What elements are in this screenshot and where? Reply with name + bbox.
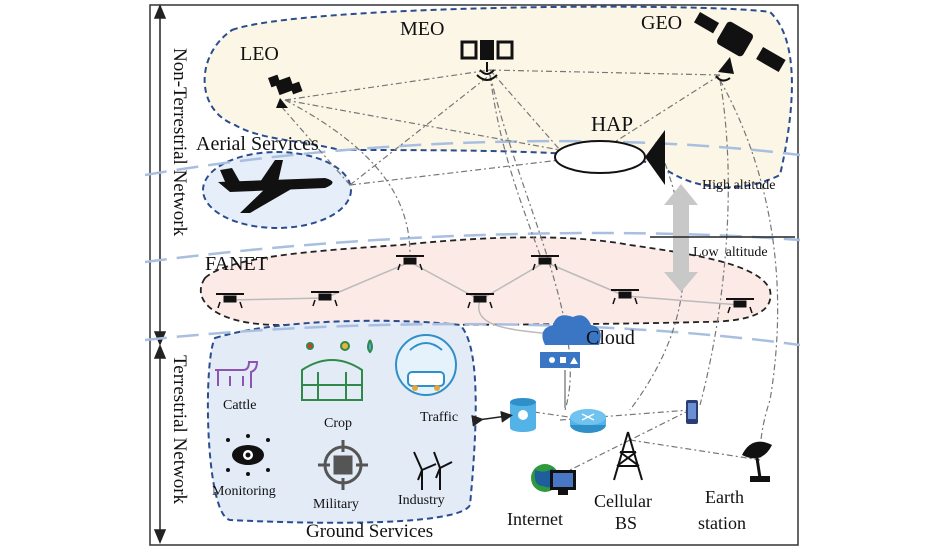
traffic-label: Traffic (420, 410, 459, 425)
cellular-label-line2: BS (615, 513, 638, 533)
drone-icon-5 (531, 255, 559, 271)
earth-station-label-line1: Earth (705, 487, 744, 507)
drone-icon-6 (611, 289, 639, 305)
meo-label: MEO (400, 18, 445, 40)
geo-satellite-icon (694, 12, 786, 82)
airplane-icon (218, 160, 333, 213)
altitude-arrow (650, 184, 795, 292)
aerial-services-label: Aerial Services (196, 133, 319, 155)
router-icon (570, 409, 606, 433)
cloud-label: Cloud (586, 327, 635, 349)
phone-icon (686, 400, 698, 424)
altitude-boundaries (144, 139, 801, 347)
hap-balloon-icon (554, 130, 665, 185)
industry-label: Industry (398, 493, 445, 508)
military-target-icon (318, 440, 368, 490)
high-altitude-label: High altitude (702, 178, 776, 193)
database-icon (510, 398, 536, 432)
section-arrows (153, 4, 167, 544)
drone-icon-3 (396, 255, 424, 271)
leo-satellite-icon (268, 74, 303, 108)
military-label: Military (313, 497, 359, 512)
fanet-label: FANET (205, 253, 268, 275)
cattle-icon (215, 361, 259, 388)
wind-turbine-icon (413, 451, 453, 490)
drone-icon-7 (726, 298, 754, 314)
monitoring-label: Monitoring (212, 484, 276, 499)
ground-services-label: Ground Services (306, 521, 434, 542)
hap-label: HAP (591, 112, 634, 136)
terrestrial-label: Terrestrial Network (169, 355, 190, 505)
earth-station-label-line2: station (698, 513, 746, 533)
drone-icon-4 (466, 293, 494, 309)
cellular-label-line1: Cellular (594, 491, 652, 511)
drone-icon-2 (311, 291, 339, 307)
low-altitude-label: Low altitude (693, 245, 768, 260)
outer-frame (149, 4, 799, 546)
geo-label: GEO (641, 12, 683, 34)
fanet-region (199, 236, 772, 326)
crop-label: Crop (324, 416, 352, 431)
traffic-icon (395, 334, 457, 396)
meo-satellite-icon (460, 40, 514, 81)
traffic-database-link (471, 410, 513, 427)
monitoring-eye-icon (226, 434, 270, 476)
cell-tower-icon (613, 431, 643, 481)
drone-icon-1 (216, 293, 244, 309)
leo-label: LEO (240, 43, 279, 65)
satellite-dish-icon (742, 441, 772, 482)
internet-label: Internet (507, 509, 563, 529)
cloud-icon (540, 315, 601, 368)
non-terrestrial-label: Non-Terrestrial Network (169, 48, 190, 237)
cattle-label: Cattle (223, 398, 257, 413)
internet-icon (531, 464, 576, 495)
greenhouse-icon (301, 339, 373, 401)
drone-icons (216, 255, 754, 314)
